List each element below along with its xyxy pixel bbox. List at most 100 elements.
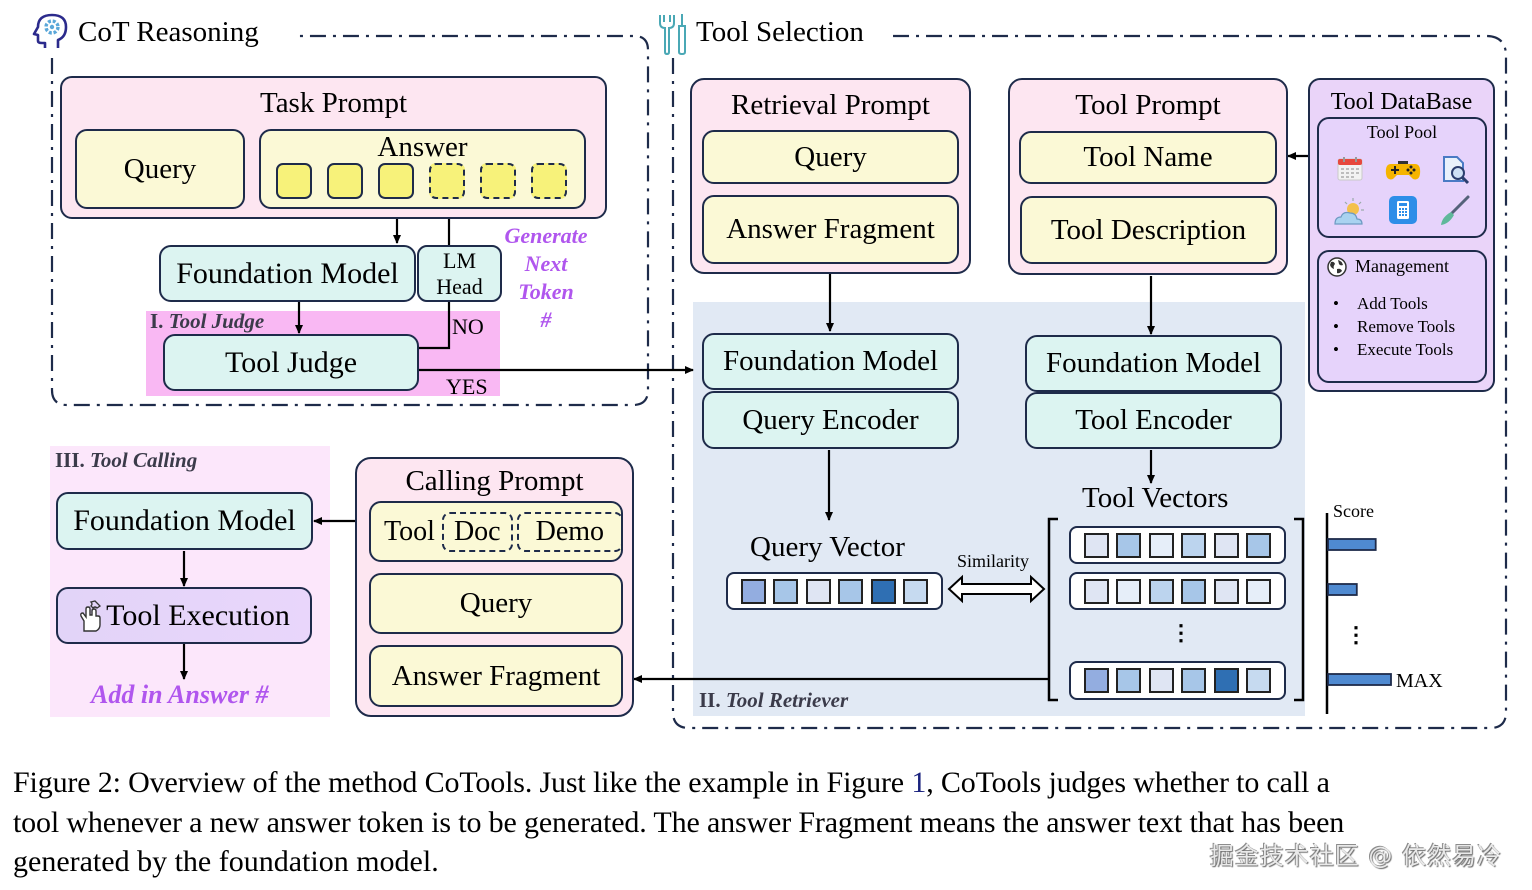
calling-foundation-model: Foundation Model xyxy=(56,492,313,550)
score-ellipsis: ⋮ xyxy=(1345,622,1367,647)
calling-query-field: Query xyxy=(369,573,623,634)
vector-cell xyxy=(773,578,799,604)
lm-head: LM Head xyxy=(417,245,502,302)
vector-cell xyxy=(1181,532,1207,558)
lm-head-line1: LM xyxy=(443,247,476,273)
paintbrush-icon xyxy=(1437,194,1471,228)
caption-line-3: generated by the foundation model. xyxy=(13,845,439,878)
score-bar-max xyxy=(1327,673,1392,686)
management-item-execute: Execute Tools xyxy=(1319,338,1455,361)
score-max-label: MAX xyxy=(1396,670,1443,692)
score-bar xyxy=(1327,538,1377,551)
vector-cell xyxy=(1083,668,1109,693)
calculator-icon xyxy=(1389,196,1417,224)
vector-cell xyxy=(1213,578,1239,604)
calling-demo-chip: Demo xyxy=(516,511,624,552)
pending-answer-token xyxy=(480,163,516,199)
vector-cell xyxy=(1116,578,1142,604)
tool-execution-box: Tool Execution xyxy=(56,587,312,644)
management-item-remove: Remove Tools xyxy=(1319,315,1455,338)
tool-pool-title: Tool Pool xyxy=(1366,122,1438,142)
tool-side-foundation-model: Foundation Model xyxy=(1025,335,1282,392)
vector-cell xyxy=(1148,532,1174,558)
tool-retriever-stage-label: II. Tool Retriever xyxy=(699,688,849,712)
calendar-icon xyxy=(1337,156,1363,182)
caption-line-2: tool whenever a new answer token is to b… xyxy=(13,805,1345,839)
head-gear-icon xyxy=(30,10,72,52)
tool-prompt-title: Tool Prompt xyxy=(1075,89,1221,121)
generated-answer-token xyxy=(378,163,414,199)
query-vector xyxy=(726,572,943,610)
vector-cell xyxy=(1246,578,1272,604)
task-prompt-title: Task Prompt xyxy=(260,87,407,119)
management-title: Management xyxy=(1355,256,1449,276)
vector-cell xyxy=(838,578,864,604)
task-query-field: Query xyxy=(75,129,245,209)
retrieval-query-field: Query xyxy=(702,130,959,184)
add-in-answer-label: Add in Answer # xyxy=(91,680,269,709)
figure-reference-link[interactable]: 1 xyxy=(911,766,927,799)
query-vector-label: Query Vector xyxy=(750,531,905,563)
vector-cell xyxy=(1116,532,1142,558)
vector-cell xyxy=(1181,578,1207,604)
judge-yes-label: YES xyxy=(446,374,488,399)
tool-name-field: Tool Name xyxy=(1019,131,1277,184)
watermark: 掘金技术社区 @ 依然易冷 xyxy=(1209,842,1502,870)
cot-section-title: CoT Reasoning xyxy=(78,16,259,48)
generated-answer-token xyxy=(327,163,363,199)
figure-caption: Figure 2: Overview of the method CoTools… xyxy=(13,763,1523,882)
tool-vector xyxy=(1069,526,1286,564)
tool-vectors-ellipsis: ⋮ xyxy=(1170,620,1192,645)
score-axis-label: Score xyxy=(1333,501,1374,521)
answer-label: Answer xyxy=(377,131,468,163)
tool-database-title: Tool DataBase xyxy=(1330,89,1473,115)
tool-calling-stage-label: III. Tool Calling xyxy=(55,448,198,472)
weather-icon xyxy=(1333,197,1367,227)
vector-cell xyxy=(805,578,831,604)
globe-icon xyxy=(1327,256,1347,277)
tool-execution-label: Tool Execution xyxy=(106,598,290,632)
vector-cell xyxy=(1246,532,1272,558)
tool-pool-box: Tool Pool xyxy=(1317,117,1487,238)
management-header: Management xyxy=(1327,256,1449,277)
score-bar xyxy=(1327,583,1358,596)
query-encoder: Query Encoder xyxy=(702,391,959,449)
tool-judge-stage-label: I. Tool Judge xyxy=(150,309,265,333)
vector-cell xyxy=(903,578,929,604)
calling-prompt-title: Calling Prompt xyxy=(405,465,584,497)
calling-doc-chip: Doc xyxy=(441,511,513,552)
tool-selection-section-title: Tool Selection xyxy=(696,16,864,48)
calling-tool-label: Tool xyxy=(384,515,435,547)
management-box: Management Add Tools Remove Tools Execut… xyxy=(1317,250,1487,383)
retrieval-answer-fragment-field: Answer Fragment xyxy=(702,195,959,264)
vector-cell xyxy=(1083,532,1109,558)
tool-encoder: Tool Encoder xyxy=(1025,392,1282,449)
tool-vector xyxy=(1069,572,1286,610)
vector-cell xyxy=(1246,668,1272,693)
tool-judge-box: Tool Judge xyxy=(163,334,419,391)
management-item-add: Add Tools xyxy=(1319,292,1455,315)
lm-head-line2: Head xyxy=(436,273,483,299)
vector-cell xyxy=(740,578,766,604)
retrieval-prompt-title: Retrieval Prompt xyxy=(731,89,930,121)
vector-cell xyxy=(1148,668,1174,693)
vector-cell xyxy=(1213,668,1239,693)
caption-line-1: Figure 2: Overview of the method CoTools… xyxy=(13,766,1330,799)
gamepad-icon xyxy=(1385,160,1421,182)
query-side-foundation-model: Foundation Model xyxy=(702,333,959,390)
judge-no-label: NO xyxy=(452,314,484,339)
pending-answer-token xyxy=(429,163,465,199)
tool-calling-panel xyxy=(50,446,330,717)
calling-answer-fragment-field: Answer Fragment xyxy=(369,645,623,707)
pending-answer-token xyxy=(531,163,567,199)
generated-answer-token xyxy=(276,163,312,199)
vector-cell xyxy=(1181,668,1207,693)
vector-cell xyxy=(1213,532,1239,558)
similarity-label: Similarity xyxy=(957,551,1029,571)
tool-vector xyxy=(1069,661,1286,700)
vector-cell xyxy=(1083,578,1109,604)
tool-description-field: Tool Description xyxy=(1020,196,1277,264)
vector-cell xyxy=(1148,578,1174,604)
vector-cell xyxy=(1116,668,1142,693)
generate-next-token-label: Generate Next Token # xyxy=(504,223,588,332)
